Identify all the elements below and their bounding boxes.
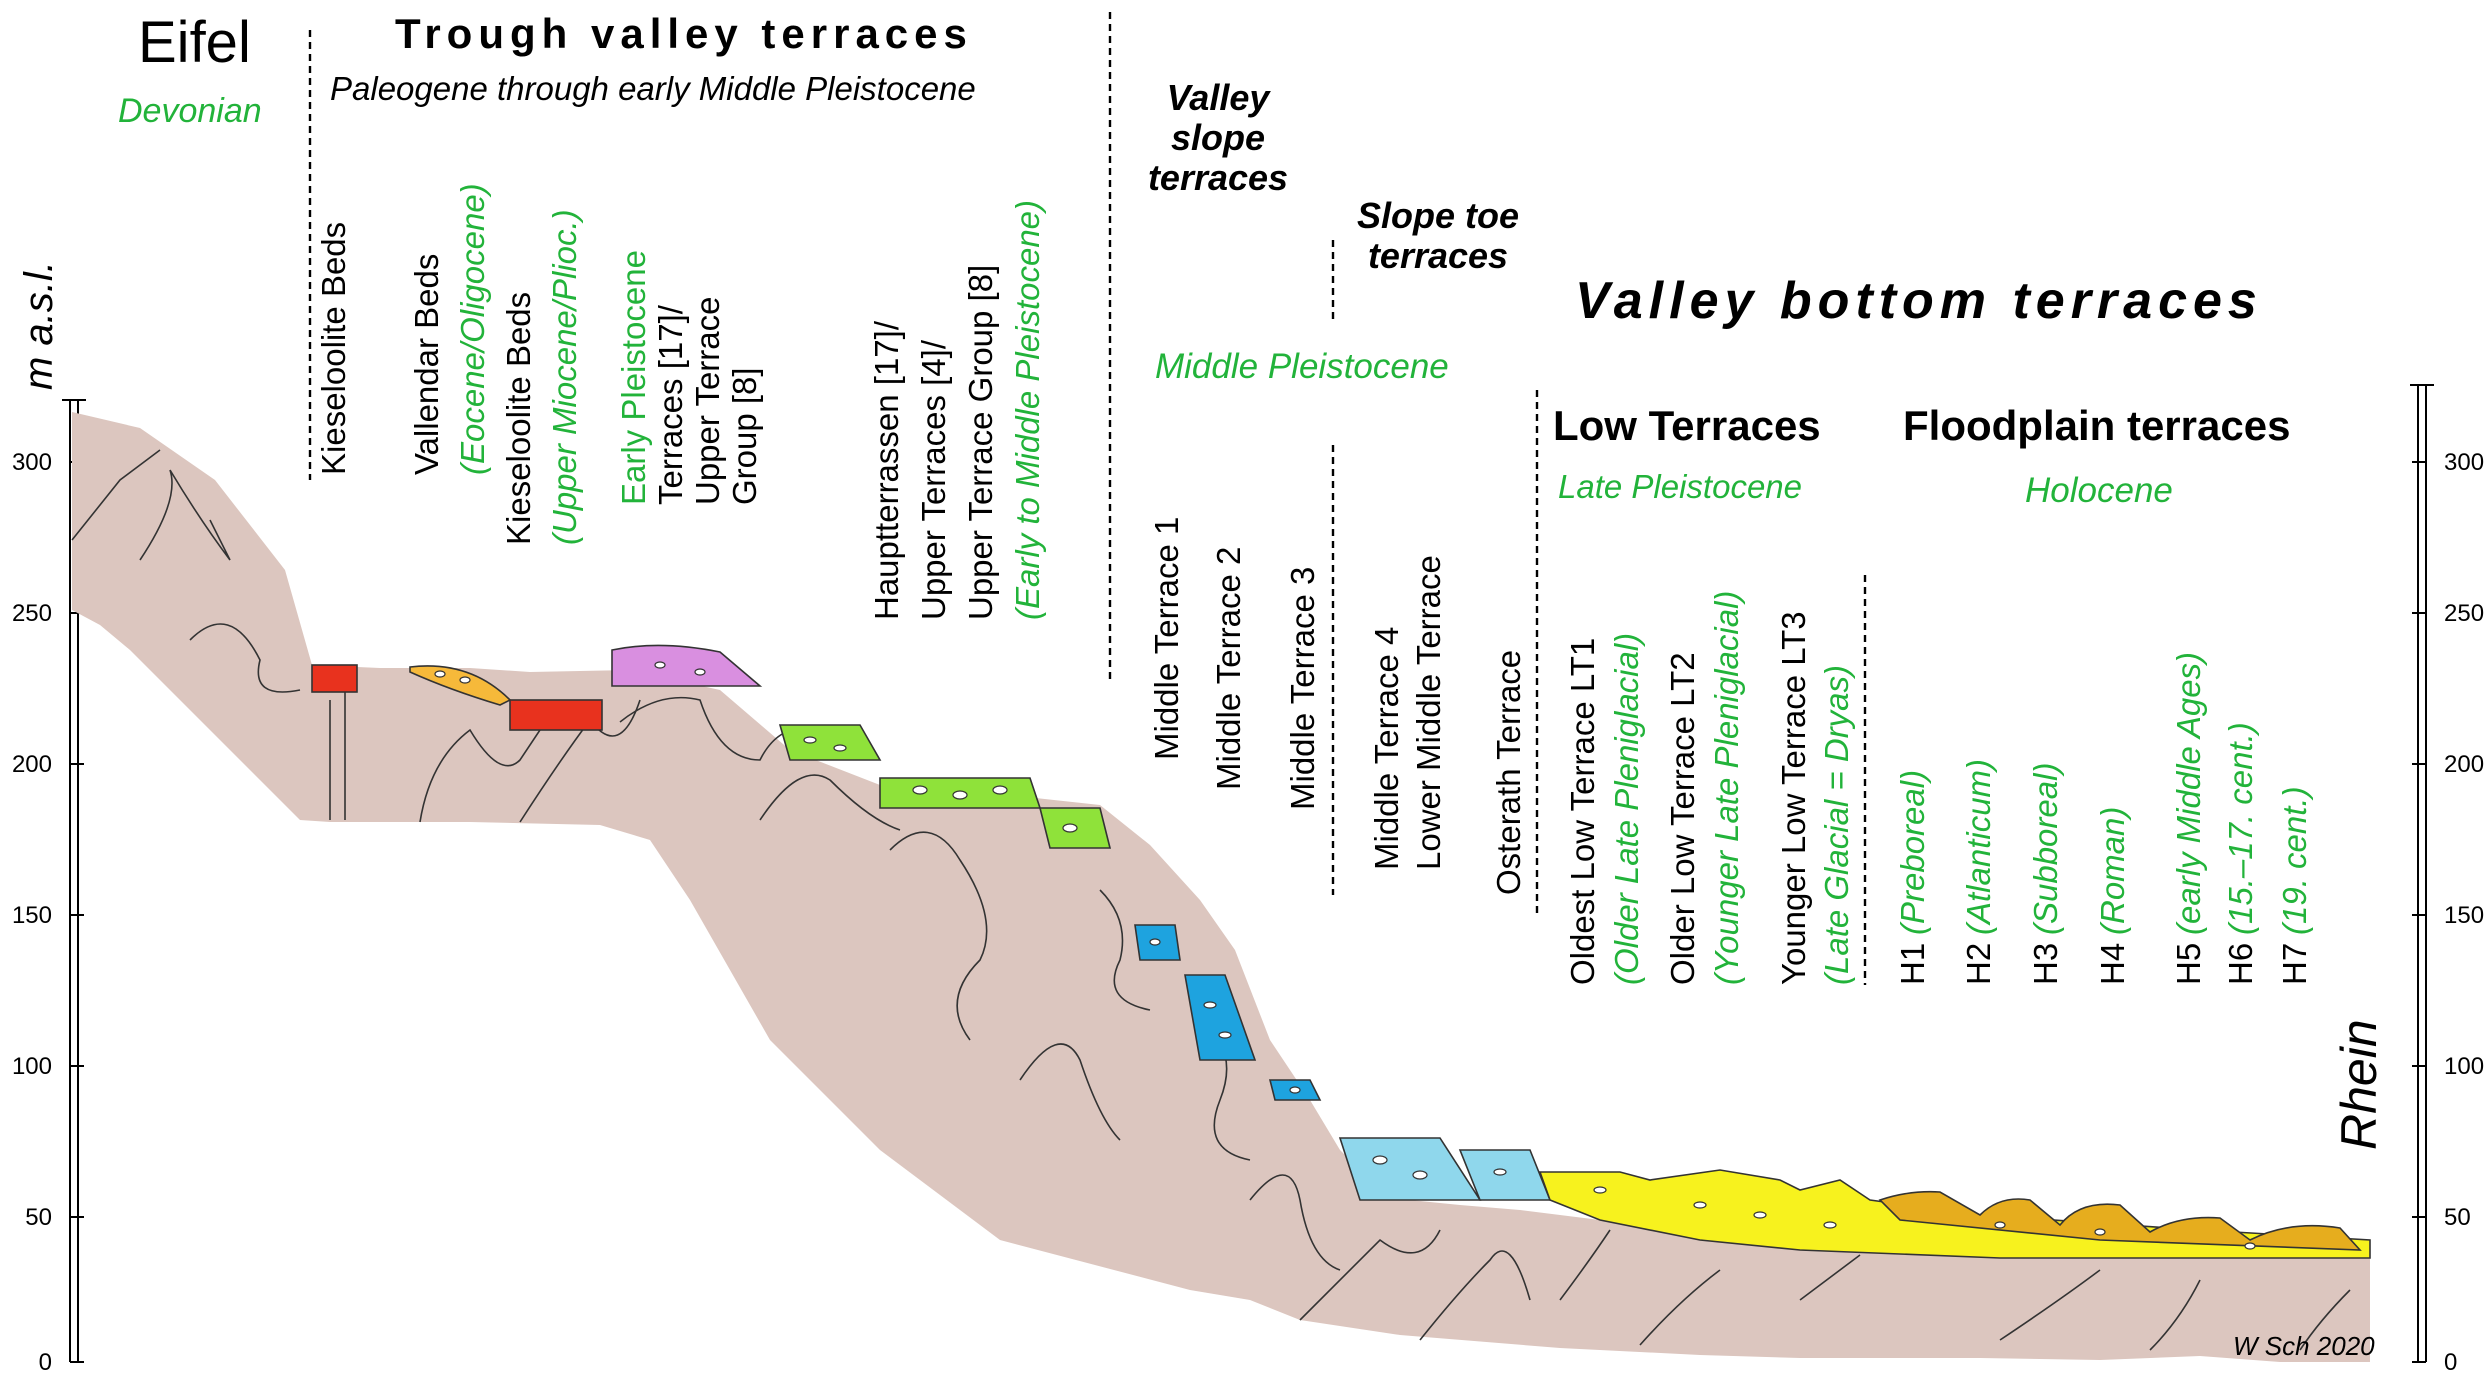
label-early-pleistocene: Early Pleistocene xyxy=(615,250,652,505)
tick-left-0: 0 xyxy=(39,1349,52,1376)
label-h3-age: (Subboreal) xyxy=(2027,763,2064,935)
right-axis xyxy=(2410,384,2434,1363)
valley-slope-title-2: slope xyxy=(1171,117,1265,158)
deposit-kieseloolite-2 xyxy=(509,699,603,731)
label-haupt-line3: Upper Terrace Group [8] xyxy=(962,265,999,620)
label-middle-terrace-1: Middle Terrace 1 xyxy=(1148,517,1185,760)
label-h4: H4 xyxy=(2094,943,2131,985)
credit-label: W Sch 2020 xyxy=(2233,1331,2375,1361)
valley-slope-title-1: Valley xyxy=(1167,77,1272,118)
tick-left-150: 150 xyxy=(12,902,52,929)
valley-slope-title-3: terraces xyxy=(1148,157,1288,198)
tick-left-250: 250 xyxy=(12,600,52,627)
label-h6: H6 xyxy=(2222,943,2259,985)
deposit-pliocene-violet xyxy=(611,644,763,687)
label-lt2-age: (Younger Late Pleniglacial) xyxy=(1708,591,1745,985)
devonian-label: Devonian xyxy=(118,92,262,130)
late-pleistocene-label: Late Pleistocene xyxy=(1558,468,1802,505)
label-kieseloolite-age: (Upper Miocene/Plioc.) xyxy=(546,209,583,545)
label-lt1-age: (Older Late Pleniglacial) xyxy=(1608,633,1645,985)
label-h4-age: (Roman) xyxy=(2094,807,2131,935)
rhein-label: Rhein xyxy=(2331,1019,2387,1150)
label-ept-line4: Group [8] xyxy=(726,367,763,505)
label-middle-terrace-3: Middle Terrace 3 xyxy=(1284,567,1321,810)
tick-right-250: 250 xyxy=(2444,600,2484,627)
eifel-title: Eifel xyxy=(138,10,251,75)
slope-toe-title-1: Slope toe xyxy=(1357,195,1519,236)
label-lt3-age: (Late Glacial = Dryas) xyxy=(1818,665,1855,985)
label-lt3: Younger Low Terrace LT3 xyxy=(1775,611,1812,985)
trough-valley-subtitle: Paleogene through early Middle Pleistoce… xyxy=(330,70,976,107)
label-h7: H7 xyxy=(2276,943,2313,985)
tick-left-50: 50 xyxy=(25,1204,52,1231)
deposit-ep-green-1 xyxy=(778,724,882,761)
label-h2-age: (Atlanticum) xyxy=(1960,759,1997,935)
tick-left-100: 100 xyxy=(12,1053,52,1080)
bedrock-fold-lines xyxy=(71,449,2351,1351)
label-haupt-line1: Hauptterrassen [17]/ xyxy=(868,320,905,620)
deposit-vallendar xyxy=(409,665,512,706)
label-lt1: Oldest Low Terrace LT1 xyxy=(1564,638,1601,985)
label-middle-terrace-2: Middle Terrace 2 xyxy=(1210,547,1247,790)
label-h2: H2 xyxy=(1960,943,1997,985)
tick-right-200: 200 xyxy=(2444,751,2484,778)
label-h3: H3 xyxy=(2027,943,2064,985)
label-h5: H5 xyxy=(2170,943,2207,985)
tick-left-200: 200 xyxy=(12,751,52,778)
y-axis-label: m a.s.l. xyxy=(17,261,61,390)
tick-right-50: 50 xyxy=(2444,1204,2471,1231)
bedrock-profile xyxy=(72,412,2370,1362)
dashed-dividers xyxy=(308,12,1867,985)
deposit-floodplain-orange xyxy=(1878,1190,2362,1251)
tick-right-150: 150 xyxy=(2444,902,2484,929)
floodplain-terraces-title: Floodplain terraces xyxy=(1903,402,2290,449)
tick-left-300: 300 xyxy=(12,449,52,476)
holocene-label: Holocene xyxy=(2025,471,2173,510)
label-haupt-age: (Early to Middle Pleistocene) xyxy=(1009,200,1046,620)
label-lt2: Older Low Terrace LT2 xyxy=(1664,652,1701,985)
low-terraces-title: Low Terraces xyxy=(1553,402,1821,449)
terrace-labels: Kieseloolite Beds Vallendar Beds (Eocene… xyxy=(315,183,2313,985)
label-middle-terrace-4: Middle Terrace 4 xyxy=(1368,627,1405,870)
slope-toe-title-2: terraces xyxy=(1368,235,1508,276)
label-h1: H1 xyxy=(1894,943,1931,985)
tick-right-100: 100 xyxy=(2444,1053,2484,1080)
label-h1-age: (Preboreal) xyxy=(1894,770,1931,935)
label-osterath-terrace: Osterath Terrace xyxy=(1490,650,1527,895)
deposit-mt2-blue xyxy=(1184,974,1257,1061)
terrace-deposits xyxy=(311,644,2371,1259)
label-h6-age: (15.–17. cent.) xyxy=(2222,722,2259,935)
deposit-kieseloolite-1 xyxy=(311,664,358,693)
tick-right-0: 0 xyxy=(2444,1349,2457,1376)
label-haupt-line2: Upper Terraces [4]/ xyxy=(915,339,952,620)
tick-right-300: 300 xyxy=(2444,449,2484,476)
label-kieseloolite-beds: Kieseloolite Beds xyxy=(315,222,352,475)
label-h7-age: (19. cent.) xyxy=(2276,786,2313,935)
label-ept-line3: Upper Terrace xyxy=(689,297,726,506)
trough-valley-title: Trough valley terraces xyxy=(395,10,973,57)
label-lower-middle-terrace: Lower Middle Terrace xyxy=(1410,555,1447,870)
valley-bottom-title: Valley bottom terraces xyxy=(1575,272,2263,330)
deposit-mt4-lightblue xyxy=(1338,1137,1482,1201)
pebble-pattern xyxy=(434,661,2256,1250)
middle-pleistocene-label: Middle Pleistocene xyxy=(1155,347,1449,386)
label-kieseloolite-beds-2: Kieseloolite Beds xyxy=(500,292,537,545)
right-axis-ticks: 300 250 200 150 100 50 0 xyxy=(2444,449,2484,1376)
label-ept-line2: Terraces [17]/ xyxy=(652,304,689,505)
label-vallendar-beds: Vallendar Beds xyxy=(408,254,445,475)
label-vallendar-age: (Eocene/Oligocene) xyxy=(454,183,491,475)
label-h5-age: (early Middle Ages) xyxy=(2170,652,2207,935)
left-axis-ticks: 300 250 200 150 100 50 0 xyxy=(12,449,52,1376)
